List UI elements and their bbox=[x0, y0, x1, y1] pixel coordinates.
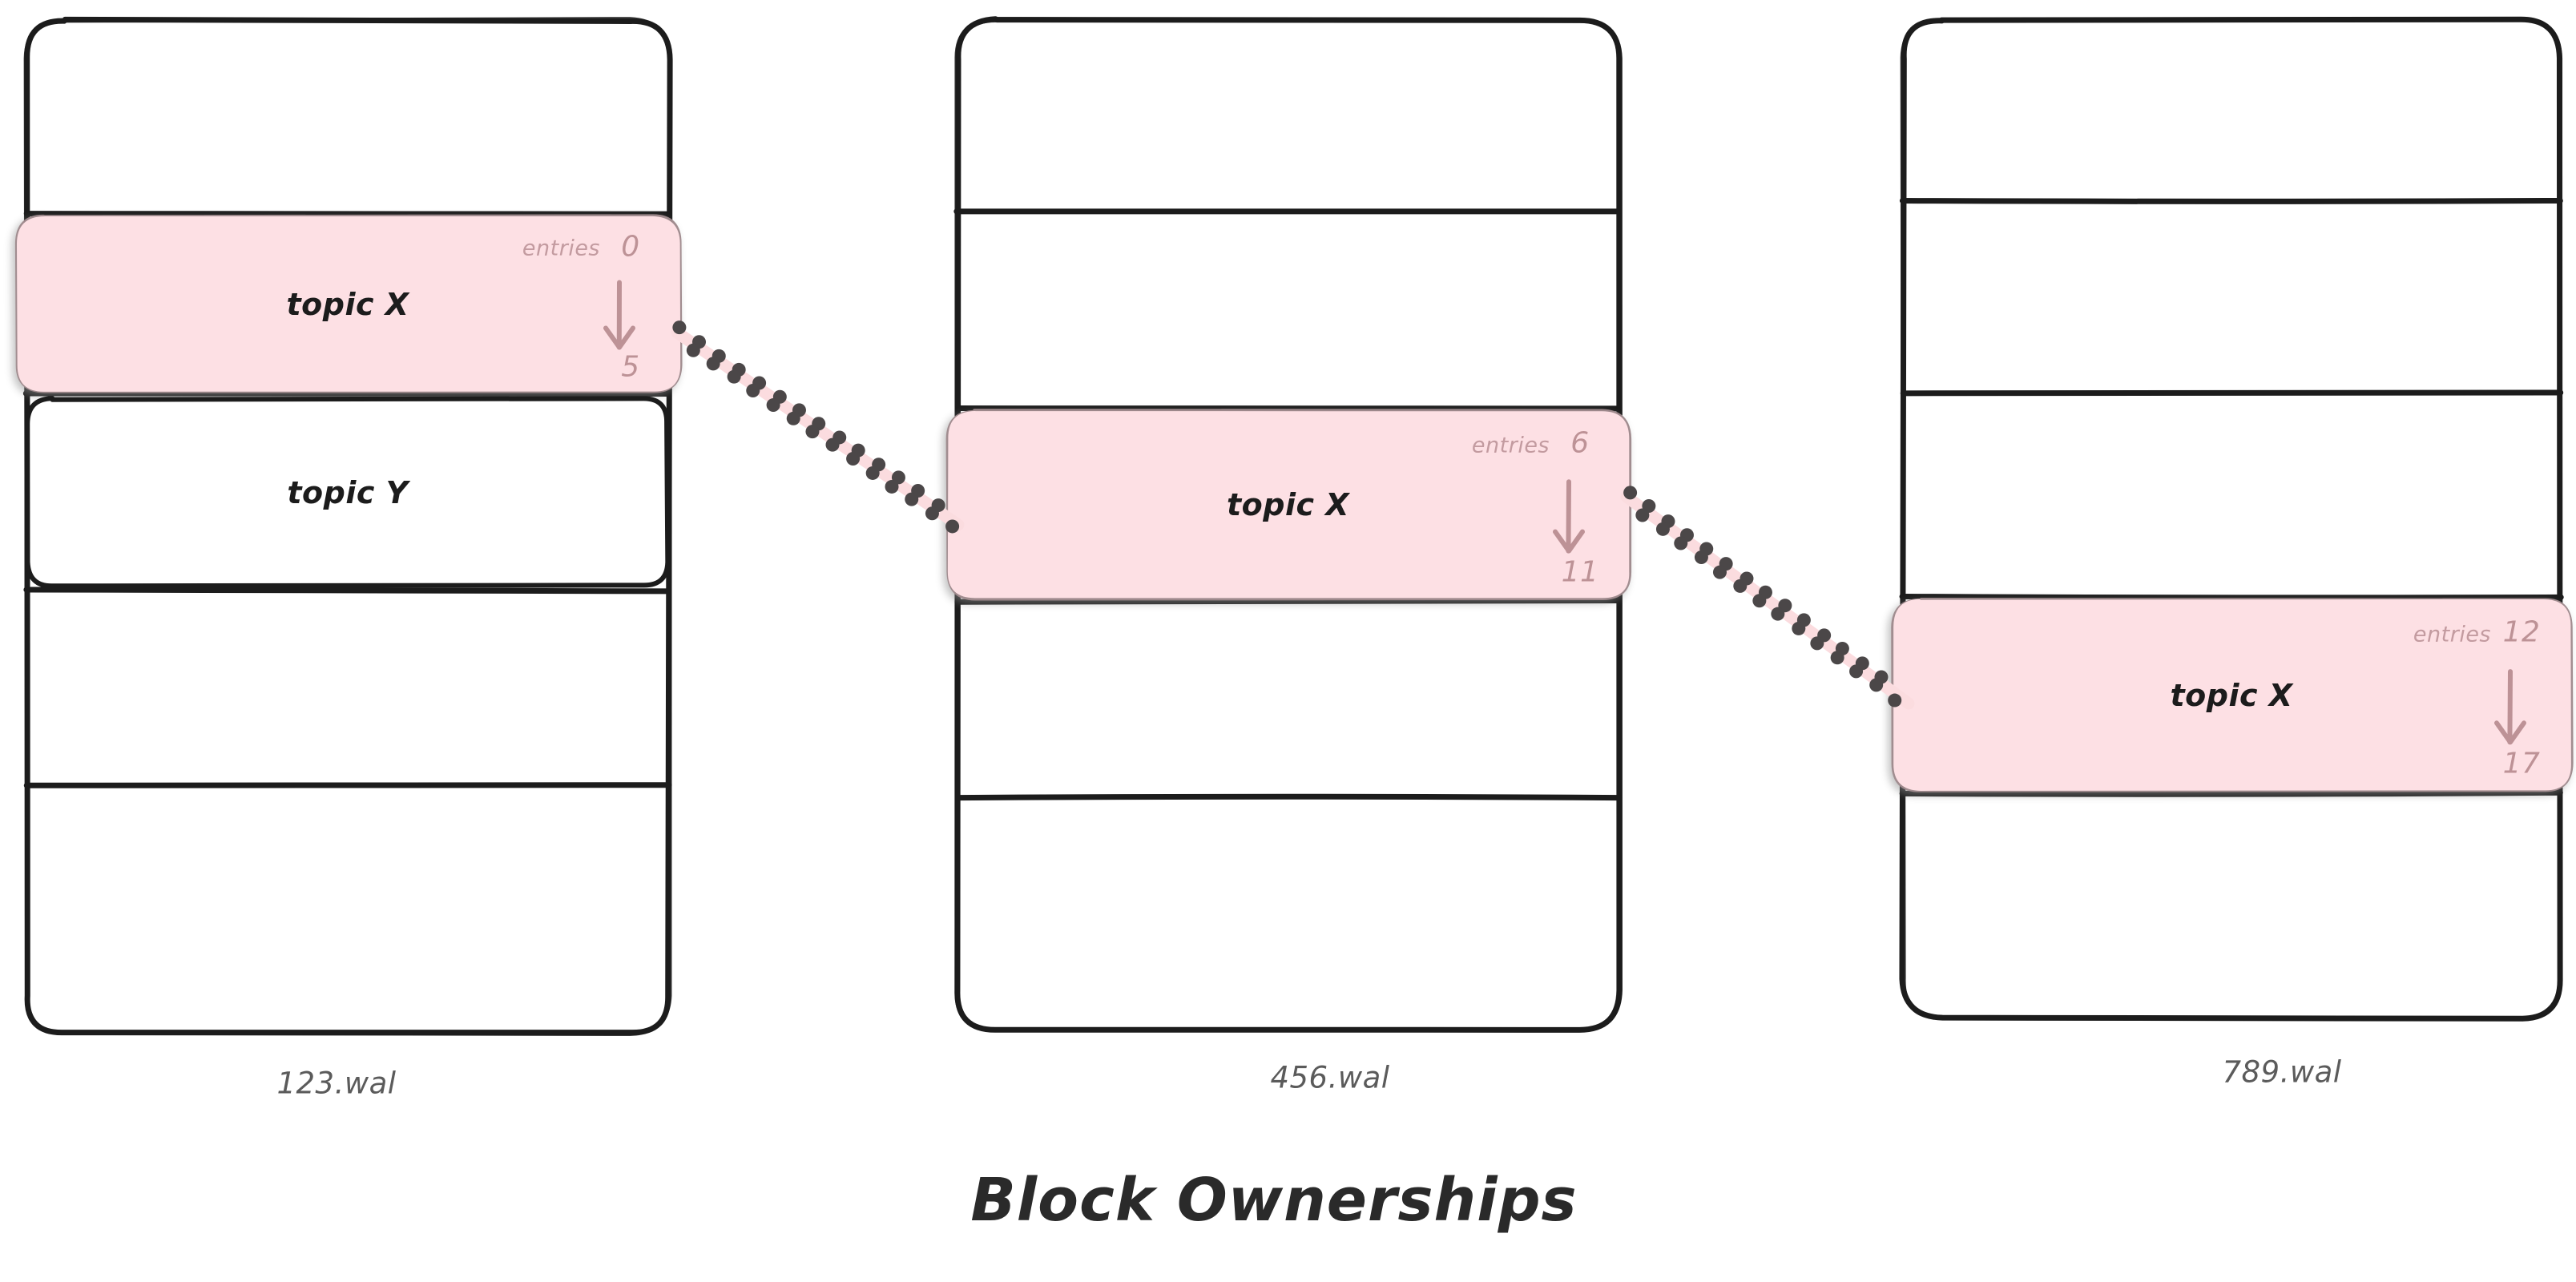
entries-end-offset: 11 bbox=[1561, 555, 1599, 589]
row-topic-label: topic X bbox=[1226, 487, 1350, 522]
entries-end-offset: 17 bbox=[2502, 747, 2541, 780]
wal-file-caption: 456.wal bbox=[1270, 1060, 1390, 1095]
row-topic-label: topic Y bbox=[287, 474, 409, 510]
entries-start-offset: 12 bbox=[2502, 615, 2541, 649]
entries-label: entries bbox=[1471, 433, 1550, 458]
wal-file-caption: 123.wal bbox=[276, 1066, 397, 1101]
row-topic-label: topic X bbox=[2170, 677, 2293, 713]
page-title: Block Ownerships bbox=[970, 1166, 1578, 1235]
entries-label: entries bbox=[2413, 622, 2491, 647]
row-topic-label: topic X bbox=[286, 286, 409, 322]
entries-end-offset: 5 bbox=[621, 350, 640, 384]
entries-label: entries bbox=[522, 236, 600, 261]
wal-file-caption: 789.wal bbox=[2222, 1054, 2342, 1090]
entries-start-offset: 6 bbox=[1570, 426, 1590, 460]
entries-start-offset: 0 bbox=[621, 230, 640, 263]
